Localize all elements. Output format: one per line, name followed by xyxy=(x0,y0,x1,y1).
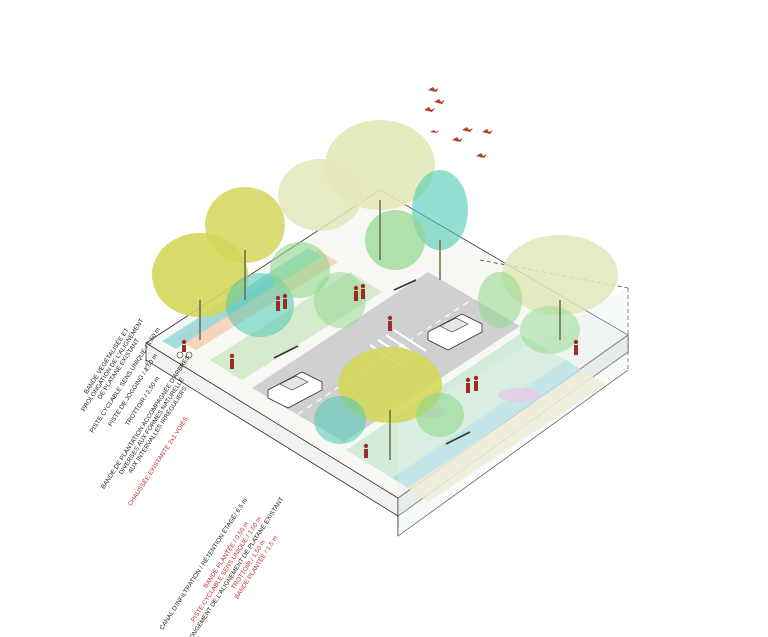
tree-crown xyxy=(314,272,366,328)
person-icon xyxy=(363,443,369,458)
car-icon xyxy=(267,371,323,409)
trees xyxy=(152,120,618,460)
right-labels: CANAL D'INFILTRATION / RÉTENTION ÉTAGÉ/ … xyxy=(158,496,285,637)
person-icon xyxy=(282,293,288,309)
tree-crown xyxy=(278,159,362,231)
car-icon xyxy=(427,313,483,351)
tree-crown xyxy=(152,233,248,317)
person-icon xyxy=(465,377,471,393)
tree-crown xyxy=(365,210,425,270)
bird-icon xyxy=(476,153,487,158)
tree-crown xyxy=(520,306,580,354)
tree-crown xyxy=(338,347,442,423)
bench-icon xyxy=(273,279,471,445)
tree-crown xyxy=(416,393,464,437)
bird-icon xyxy=(430,130,439,133)
flower-bed xyxy=(498,388,542,402)
person-icon xyxy=(573,339,579,355)
leader-lines xyxy=(145,360,399,528)
bird-icon xyxy=(452,137,463,142)
glass-volume xyxy=(398,288,628,536)
sidewalk-right xyxy=(408,370,606,502)
person-icon xyxy=(473,375,479,391)
person-icon xyxy=(229,353,235,369)
cyclist-icon xyxy=(176,339,193,359)
road-centre-line xyxy=(297,297,475,415)
bird-icon xyxy=(482,129,493,134)
tree-crown xyxy=(270,242,330,298)
person-icon xyxy=(387,315,393,331)
bird-icon xyxy=(434,99,445,104)
tree-crown xyxy=(412,170,468,250)
tree-crown xyxy=(226,273,294,337)
people xyxy=(176,283,579,458)
tree-crown xyxy=(478,272,522,328)
tree-crown xyxy=(502,235,618,315)
birds xyxy=(424,87,493,158)
tree-crown xyxy=(314,396,366,444)
bird-icon xyxy=(428,87,439,92)
person-icon xyxy=(353,285,359,301)
person-icon xyxy=(275,295,281,311)
person-icon xyxy=(360,283,366,299)
bird-icon xyxy=(462,127,473,132)
bird-icon xyxy=(424,107,435,112)
